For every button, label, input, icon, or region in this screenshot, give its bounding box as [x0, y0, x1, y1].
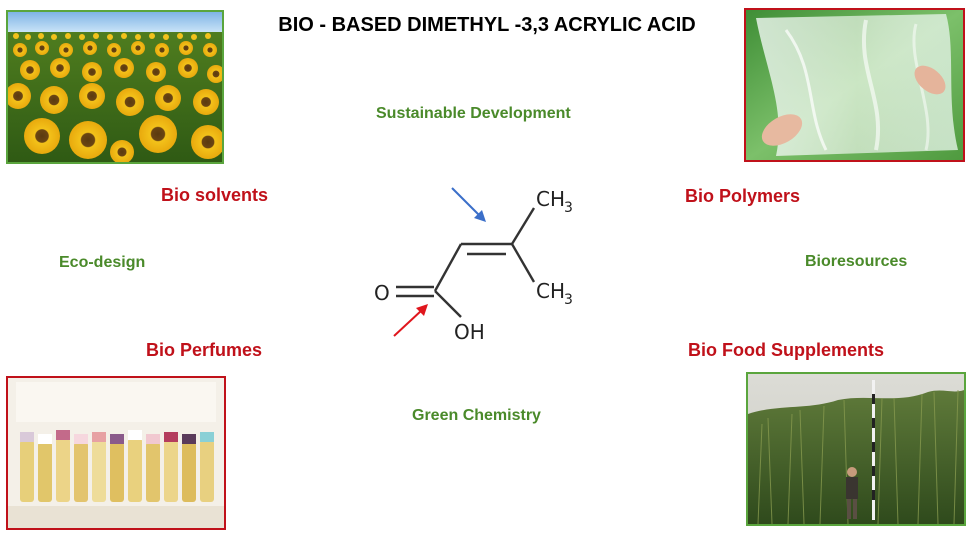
bond-c1-c2 [433, 243, 463, 292]
dimethylacrylic-acid-structure: O OH CH 3 CH 3 [374, 187, 573, 344]
atom-hydroxyl: OH [454, 320, 485, 344]
atom-ch3-top: CH [536, 187, 565, 211]
blue-arrow-icon [451, 187, 486, 222]
label-bioresources: Bioresources [805, 253, 908, 270]
label-green-chemistry: Green Chemistry [412, 407, 541, 424]
label-bio-polymers: Bio Polymers [685, 186, 801, 206]
red-arrow-icon [393, 304, 428, 337]
atom-oxygen: O [374, 281, 390, 305]
perfume-vials-photo [6, 376, 226, 530]
sunflower-field-photo [6, 10, 224, 164]
label-bio-perfumes: Bio Perfumes [146, 340, 263, 360]
reed-grass-field-photo [746, 372, 966, 526]
bond-c1-oh [434, 290, 462, 318]
atom-ch3-bottom-sub: 3 [564, 292, 573, 308]
label-sustainable-development: Sustainable Development [376, 105, 571, 122]
atom-ch3-bottom: CH [536, 279, 565, 303]
label-bio-food-supplements: Bio Food Supplements [688, 340, 884, 360]
page-title: BIO - BASED DIMETHYL -3,3 ACRYLIC ACID [278, 14, 696, 36]
bond-c3-ch3-bottom [510, 243, 536, 283]
label-bio-solvents: Bio solvents [161, 185, 269, 205]
atom-ch3-top-sub: 3 [564, 200, 573, 216]
label-eco-design: Eco-design [59, 254, 146, 271]
plastic-film-photo [744, 8, 965, 162]
bond-c3-ch3-top [510, 207, 536, 245]
